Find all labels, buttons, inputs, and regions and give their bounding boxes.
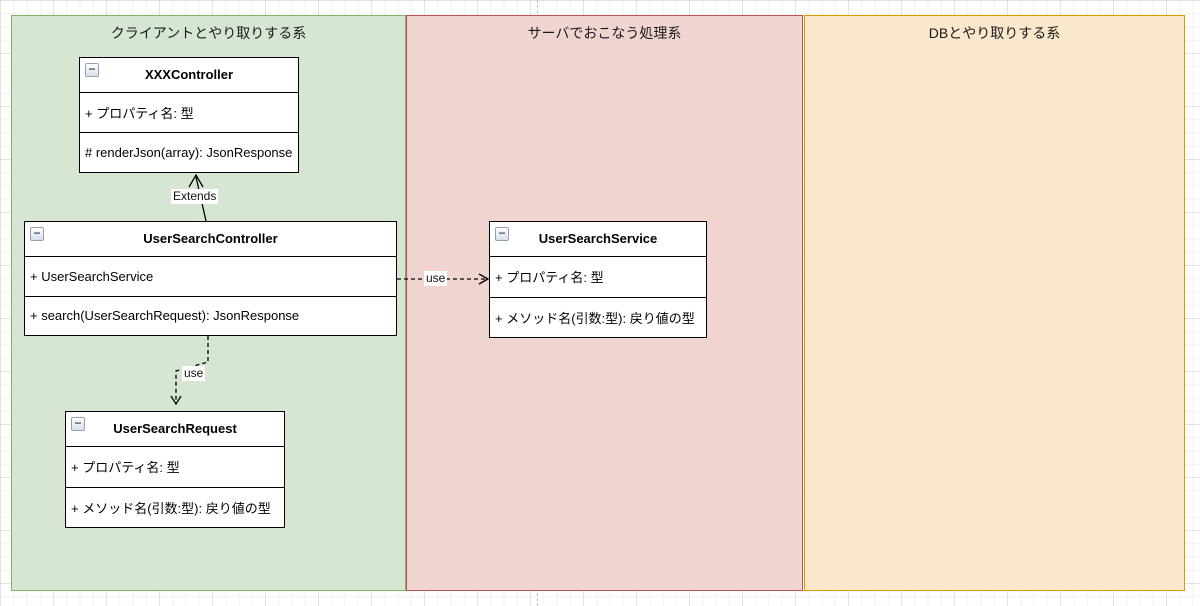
class-box-usersearchrequest[interactable]: − UserSearchRequest + プロパティ名: 型 + メソッド名(…: [65, 411, 285, 528]
class-name: UserSearchService: [538, 231, 658, 246]
class-name: UserSearchRequest: [113, 421, 237, 436]
class-method: + メソッド名(引数:型): 戻り値の型: [71, 500, 271, 516]
lane-title: クライアントとやり取りする系: [110, 25, 307, 41]
class-method: + search(UserSearchRequest): JsonRespons…: [30, 308, 300, 324]
class-method: # renderJson(array): JsonResponse: [85, 145, 293, 160]
lane-title: サーバでおこなう処理系: [527, 25, 682, 41]
class-attribute: + UserSearchService: [25, 257, 396, 297]
class-box-xxxcontroller[interactable]: − XXXController + プロパティ名: 型 # renderJson…: [79, 57, 299, 173]
lane-title: DBとやり取りする系: [928, 25, 1061, 41]
collapse-icon[interactable]: −: [495, 227, 509, 241]
class-box-usersearchservice[interactable]: − UserSearchService + プロパティ名: 型 + メソッド名(…: [489, 221, 707, 338]
lane-db[interactable]: DBとやり取りする系: [804, 15, 1185, 591]
edge-label-use-request: use: [182, 366, 206, 381]
class-name: UserSearchController: [143, 231, 278, 246]
collapse-icon[interactable]: −: [30, 227, 44, 241]
class-name: XXXController: [144, 67, 234, 82]
collapse-icon[interactable]: −: [71, 417, 85, 431]
edge-label-use-service: use: [424, 271, 448, 286]
class-attribute: + プロパティ名: 型: [66, 447, 284, 488]
class-attribute: + プロパティ名: 型: [490, 257, 706, 298]
class-attribute: + プロパティ名: 型: [80, 93, 298, 133]
class-box-usersearchcontroller[interactable]: − UserSearchController + UserSearchServi…: [24, 221, 397, 336]
collapse-icon[interactable]: −: [85, 63, 99, 77]
edge-label-extends: Extends: [171, 189, 219, 204]
class-method: + メソッド名(引数:型): 戻り値の型: [495, 310, 695, 326]
